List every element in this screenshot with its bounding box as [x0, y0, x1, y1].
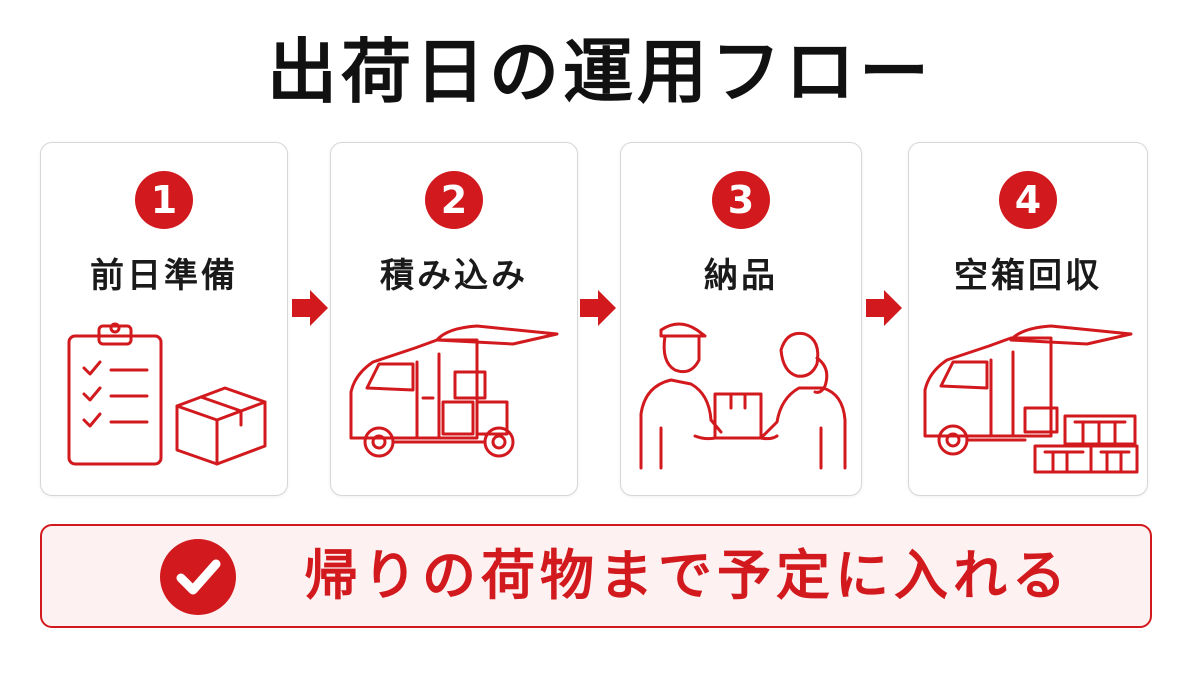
step-card-2: 2 積み込み — [330, 142, 578, 496]
banner-text: 帰りの荷物まで予定に入れる — [304, 544, 1071, 607]
step-label-4: 空箱回収 — [954, 256, 1102, 296]
step-card-3: 3 納品 — [620, 142, 862, 496]
step-number-3: 3 — [712, 171, 770, 229]
step-number-2: 2 — [425, 171, 483, 229]
step-number-4: 4 — [999, 171, 1057, 229]
handover-package-icon — [639, 322, 847, 470]
check-icon — [160, 539, 236, 615]
clipboard-checklist-icon — [67, 322, 267, 466]
arrow-right-icon — [866, 290, 902, 326]
van-with-empty-crates-icon — [923, 324, 1139, 474]
step-label-2: 積み込み — [380, 256, 528, 296]
page-title: 出荷日の運用フロー — [267, 31, 933, 113]
van-with-boxes-icon — [349, 324, 559, 458]
step-label-3: 納品 — [704, 256, 778, 296]
arrow-right-icon — [580, 290, 616, 326]
summary-banner: 帰りの荷物まで予定に入れる — [40, 524, 1152, 628]
step-card-4: 4 空箱回収 — [908, 142, 1148, 496]
step-card-1: 1 前日準備 — [40, 142, 288, 496]
step-number-1: 1 — [135, 171, 193, 229]
arrow-right-icon — [292, 290, 328, 326]
step-label-1: 前日準備 — [90, 256, 238, 296]
